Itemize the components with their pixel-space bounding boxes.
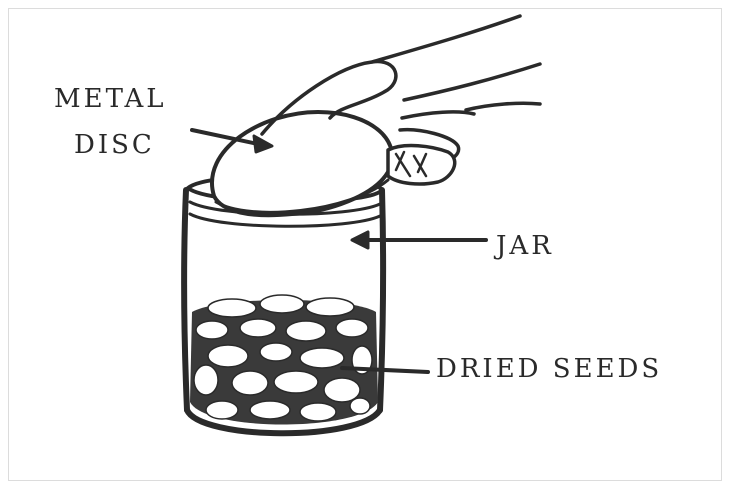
- seed: [260, 295, 304, 313]
- seed: [194, 365, 218, 395]
- seed: [300, 348, 344, 368]
- metal-disc: [212, 112, 392, 215]
- label-disc: DISC: [74, 132, 155, 158]
- hand-arm-upper: [372, 16, 520, 62]
- seed: [306, 298, 354, 316]
- seed: [350, 398, 370, 414]
- label-jar: JAR: [496, 233, 554, 259]
- seed: [208, 345, 248, 367]
- dried-seeds: [190, 295, 378, 425]
- metal-disc-outline: [212, 112, 392, 215]
- hand-finger-1: [402, 112, 474, 118]
- seed: [208, 299, 256, 317]
- jar-arrowhead: [352, 232, 368, 248]
- jar-left-wall: [184, 190, 187, 410]
- seed: [250, 401, 290, 419]
- hand-finger-2: [466, 103, 540, 110]
- seed: [196, 321, 228, 339]
- seed: [240, 319, 276, 337]
- hand-arm-lower: [404, 64, 540, 100]
- seed: [300, 403, 336, 421]
- jar-right-wall: [380, 190, 383, 410]
- seed: [324, 378, 360, 402]
- label-dried-seeds: DRIED SEEDS: [436, 356, 662, 382]
- seed: [260, 343, 292, 361]
- seed: [274, 371, 318, 393]
- label-metal: METAL: [54, 86, 167, 112]
- seed: [336, 319, 368, 337]
- seed: [286, 321, 326, 341]
- seed: [232, 371, 268, 395]
- seed: [206, 401, 238, 419]
